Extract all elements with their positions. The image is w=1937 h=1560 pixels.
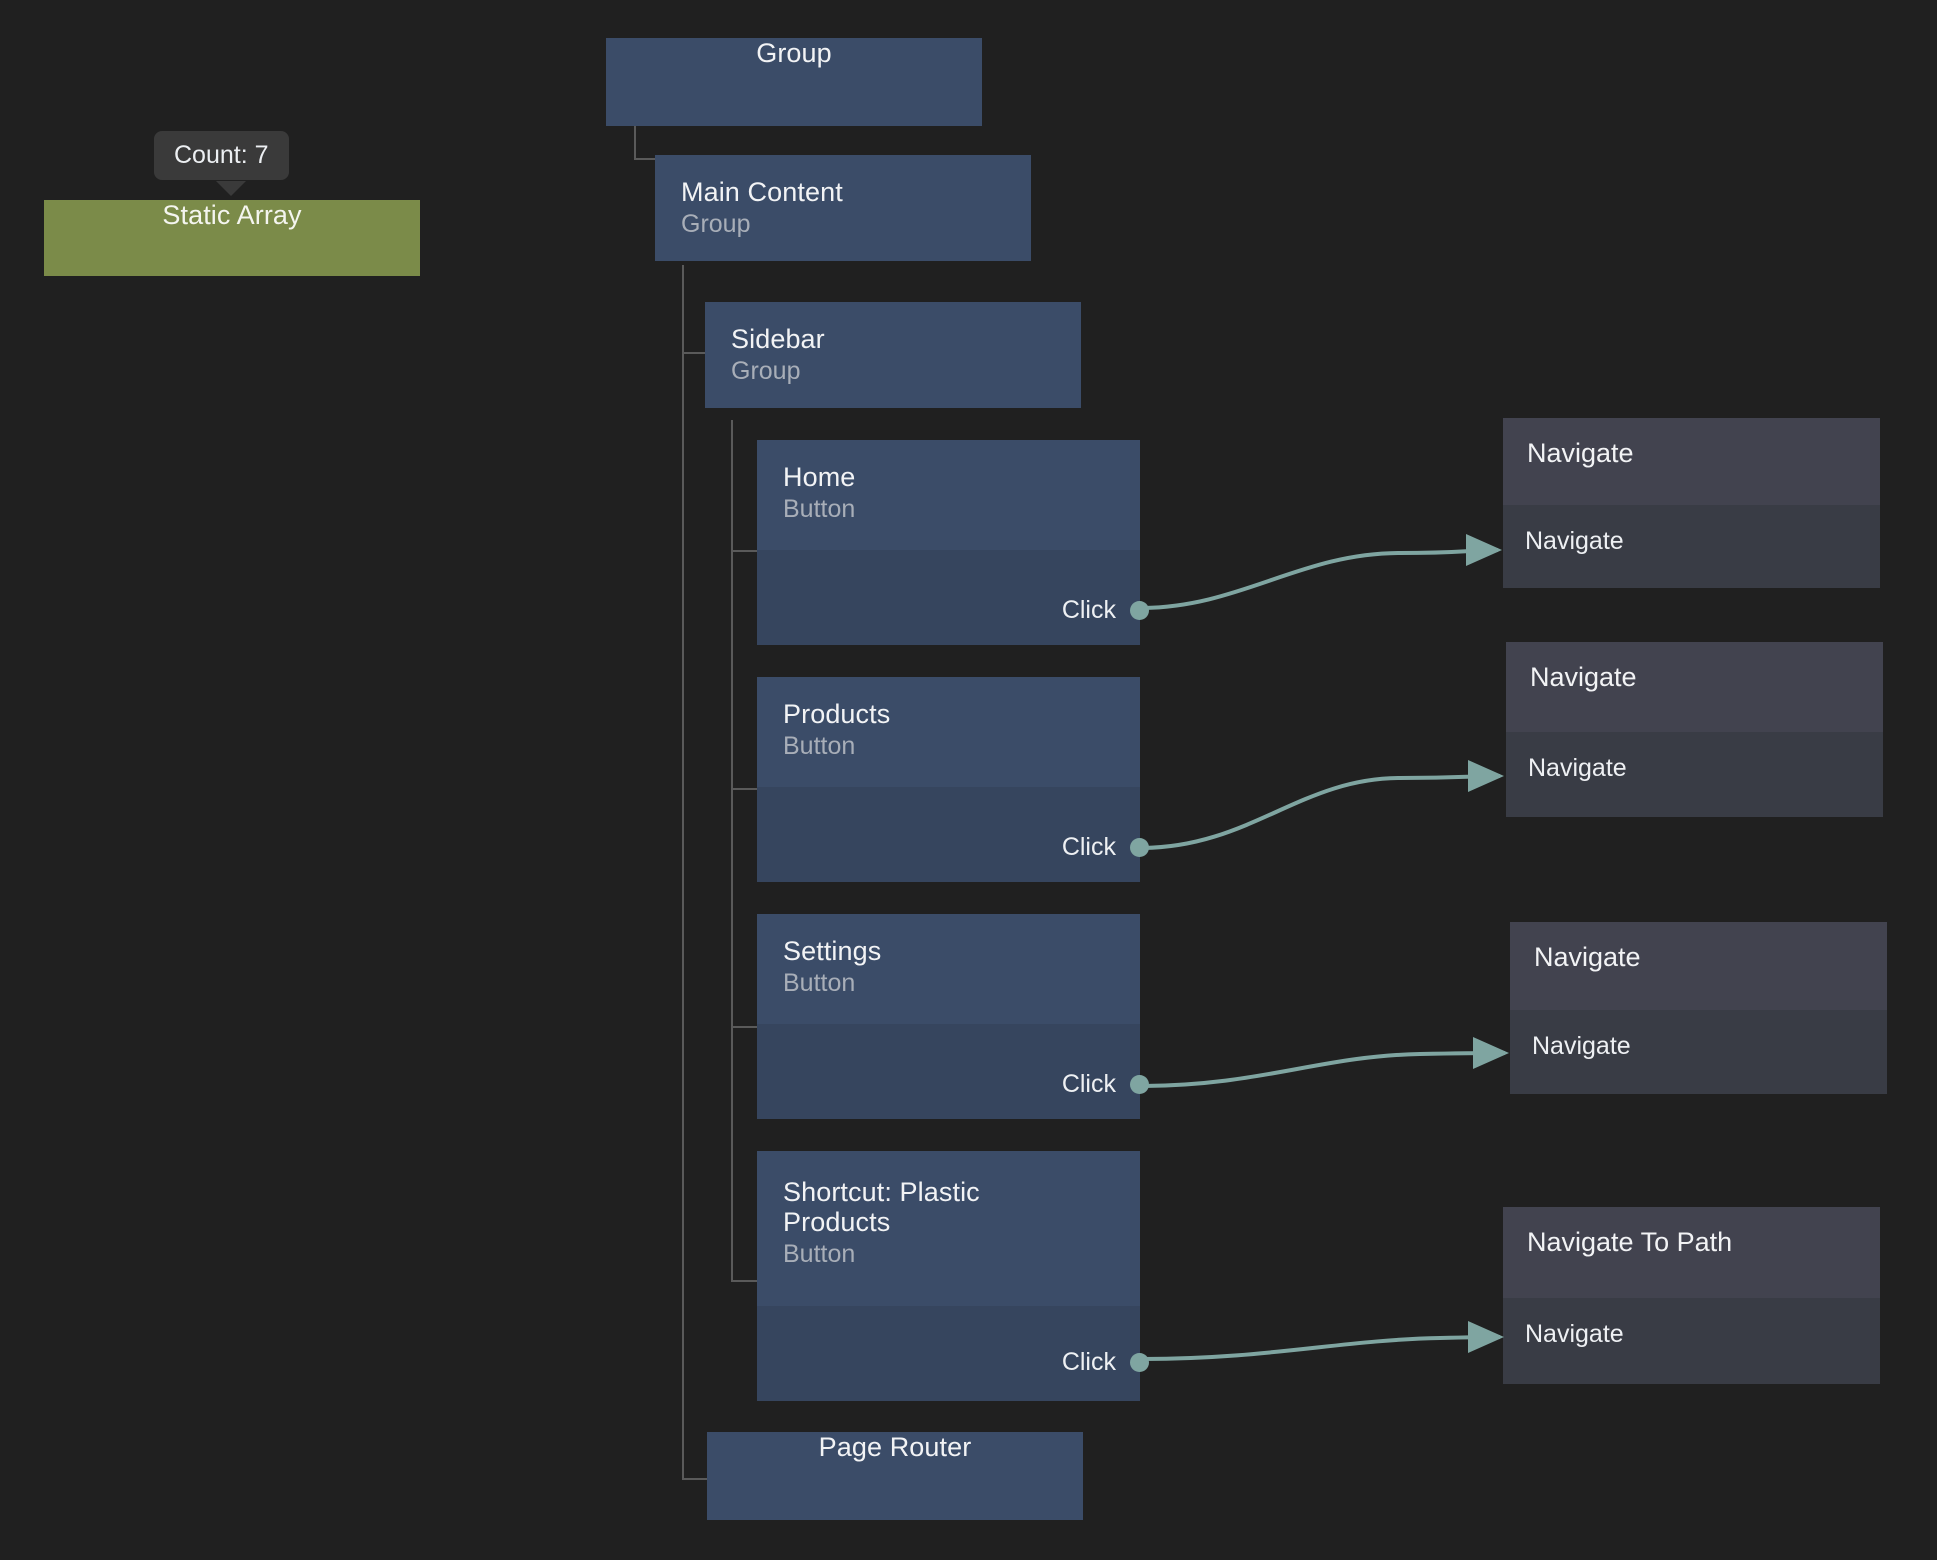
node-button-shortcut-subtitle: Button (783, 1240, 856, 1269)
node-button-shortcut-plastic-products[interactable]: Shortcut: Plastic Products Button Click (757, 1151, 1149, 1401)
node-button-shortcut-header: Shortcut: Plastic Products Button (757, 1151, 1140, 1306)
node-button-products-header: Products Button (757, 677, 1140, 787)
node-action-navigate-1-header: Navigate (1503, 418, 1880, 505)
node-main-content-subtitle: Group (681, 210, 751, 239)
port-click-products-label: Click (1061, 833, 1116, 861)
node-action-navigate-2-body: Navigate (1506, 732, 1883, 817)
node-main-content-header: Main Content Group (655, 155, 1031, 261)
port-in-navigate-2[interactable]: Navigate (1528, 754, 1627, 783)
port-in-navigate-3-label: Navigate (1532, 1032, 1631, 1060)
node-button-products-title: Products (783, 699, 891, 729)
node-action-navigate-3-title: Navigate (1534, 942, 1641, 972)
edge-settings-to-navigate (1139, 1037, 1509, 1088)
node-sidebar-subtitle: Group (731, 357, 801, 386)
node-static-array-title: Static Array (162, 200, 302, 230)
node-button-products-body: Click (757, 787, 1149, 882)
port-in-navigate-1[interactable]: Navigate (1525, 527, 1624, 556)
node-group-title: Group (756, 38, 832, 68)
node-group[interactable]: Group (606, 38, 982, 126)
tree-line-group-stub (634, 158, 659, 160)
node-button-settings-subtitle: Button (783, 969, 856, 998)
node-static-array[interactable]: Static Array (44, 200, 420, 276)
node-sidebar-title: Sidebar (731, 324, 825, 354)
port-in-navigate-1-label: Navigate (1525, 527, 1624, 555)
tree-line-sidebar-vertical (731, 420, 733, 1282)
port-in-navigate-2-label: Navigate (1528, 754, 1627, 782)
port-click-products-dot[interactable] (1130, 838, 1149, 857)
edge-products-to-navigate (1139, 760, 1504, 850)
node-action-navigate-1[interactable]: Navigate Navigate (1503, 418, 1880, 588)
node-button-home-subtitle: Button (783, 495, 856, 524)
node-button-settings-body: Click (757, 1024, 1149, 1119)
port-click-settings-dot[interactable] (1130, 1075, 1149, 1094)
tree-line-button-stub-4 (731, 1280, 759, 1282)
node-button-settings[interactable]: Settings Button Click (757, 914, 1149, 1119)
node-action-navigate-1-title: Navigate (1527, 438, 1634, 468)
node-action-navigate-2-title: Navigate (1530, 662, 1637, 692)
node-sidebar-header: Sidebar Group (705, 302, 1081, 408)
node-page-router-title: Page Router (818, 1432, 972, 1462)
tree-line-sidebar-stub (682, 352, 710, 354)
node-button-home-body: Click (757, 550, 1149, 645)
node-sidebar[interactable]: Sidebar Group (705, 302, 1081, 408)
edge-shortcut-to-navigate-path (1139, 1321, 1504, 1361)
node-button-shortcut-title: Shortcut: Plastic Products (783, 1177, 980, 1238)
edge-home-to-navigate (1139, 534, 1502, 610)
node-action-navigate-2[interactable]: Navigate Navigate (1506, 642, 1883, 817)
port-click-home[interactable]: Click (1061, 596, 1149, 625)
node-button-home-title: Home (783, 462, 856, 492)
node-action-navigate-to-path-title: Navigate To Path (1527, 1227, 1733, 1257)
node-button-products-subtitle: Button (783, 732, 856, 761)
node-button-settings-header: Settings Button (757, 914, 1140, 1024)
node-action-navigate-3-body: Navigate (1510, 1010, 1887, 1094)
node-main-content-title: Main Content (681, 177, 843, 207)
port-click-home-label: Click (1061, 596, 1116, 624)
tree-line-pagerouter-stub (682, 1478, 710, 1480)
port-click-settings[interactable]: Click (1061, 1070, 1149, 1099)
count-tooltip: Count: 7 (154, 131, 289, 180)
port-click-products[interactable]: Click (1061, 833, 1149, 862)
tree-line-group-vertical (634, 102, 636, 160)
node-button-home[interactable]: Home Button Click (757, 440, 1149, 645)
port-in-navigate-to-path[interactable]: Navigate (1525, 1320, 1624, 1349)
node-action-navigate-to-path-header: Navigate To Path (1503, 1207, 1880, 1298)
port-in-navigate-to-path-label: Navigate (1525, 1320, 1624, 1348)
node-button-settings-title: Settings (783, 936, 882, 966)
node-main-content[interactable]: Main Content Group (655, 155, 1031, 261)
node-action-navigate-3[interactable]: Navigate Navigate (1510, 922, 1887, 1094)
port-click-shortcut[interactable]: Click (1061, 1348, 1149, 1377)
port-click-shortcut-dot[interactable] (1130, 1353, 1149, 1372)
node-button-products[interactable]: Products Button Click (757, 677, 1149, 882)
node-action-navigate-2-header: Navigate (1506, 642, 1883, 732)
port-click-home-dot[interactable] (1130, 601, 1149, 620)
node-button-home-header: Home Button (757, 440, 1140, 550)
tree-line-maincontent-vertical (682, 265, 684, 1480)
tree-line-button-stub-3 (731, 1026, 759, 1028)
port-click-shortcut-label: Click (1061, 1348, 1116, 1376)
tree-line-button-stub-1 (731, 550, 759, 552)
count-tooltip-arrow (216, 181, 246, 196)
node-action-navigate-to-path[interactable]: Navigate To Path Navigate (1503, 1207, 1880, 1384)
port-click-settings-label: Click (1061, 1070, 1116, 1098)
port-in-navigate-3[interactable]: Navigate (1532, 1032, 1631, 1061)
tree-line-button-stub-2 (731, 788, 759, 790)
node-action-navigate-to-path-body: Navigate (1503, 1298, 1880, 1384)
node-button-shortcut-body: Click (757, 1306, 1149, 1401)
node-action-navigate-1-body: Navigate (1503, 505, 1880, 588)
node-page-router[interactable]: Page Router (707, 1432, 1083, 1520)
node-action-navigate-3-header: Navigate (1510, 922, 1887, 1010)
